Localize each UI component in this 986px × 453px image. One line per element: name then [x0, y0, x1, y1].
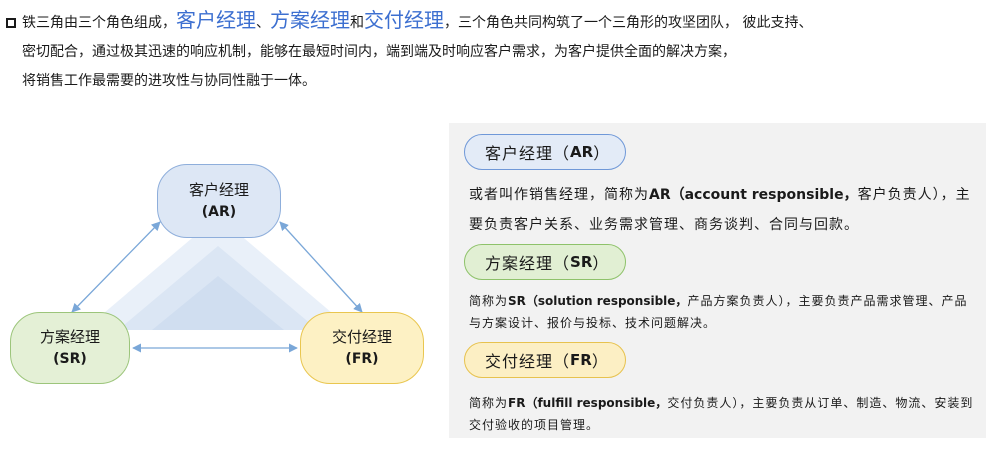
intro-line-2: 密切配合，通过极其迅速的响应机制，能够在最短时间内，端到端及时响应客户需求，为客… — [22, 44, 736, 60]
role-desc-fr: 简称为FR（fulfill responsible，交付负责人），主要负责从订单… — [469, 392, 979, 436]
role-desc-ar-text: 客户负责人），主要负责客户关系、业务需求管理、商务谈判、合同与回款。 — [469, 187, 971, 233]
node-solution-manager: 方案经理 (SR) — [10, 312, 130, 384]
role-title-ar-end: ） — [593, 144, 611, 163]
role-desc-fr-text: 简称为 — [469, 396, 509, 410]
arrow-ar-sr — [71, 221, 161, 313]
highlight-role-sr: 方案经理 — [270, 8, 350, 32]
role-title-sr: 方案经理（SR） — [464, 244, 626, 280]
intro-text: ，三个角色共同构筑了一个三角形的攻坚团队， 彼此支持、 — [444, 15, 813, 31]
node-fulfillment-manager: 交付经理 (FR) — [300, 312, 424, 384]
intro-text: 铁三角由三个角色组成， — [22, 15, 176, 31]
role-title-sr-abbr: SR — [570, 253, 593, 271]
node-sr-abbr: (SR) — [53, 351, 87, 367]
role-desc-sr-text: 简称为 — [469, 294, 509, 308]
node-sr-name: 方案经理 — [39, 328, 100, 346]
intro-paragraph: 铁三角由三个角色组成，客户经理、方案经理和交付经理，三个角色共同构筑了一个三角形… — [6, 6, 981, 96]
intro-line-3: 将销售工作最需要的进攻性与协同性融于一体。 — [22, 73, 316, 89]
node-account-manager: 客户经理 (AR) — [157, 164, 281, 238]
role-desc-fr-text: 交付负责人），主要负责从订单、制造、物流、安装到交付验收的项目管理。 — [469, 396, 974, 432]
role-title-ar: 客户经理（AR） — [464, 134, 626, 170]
triangle-backdrop-inner — [152, 276, 284, 330]
role-title-fr-end: ） — [591, 352, 609, 371]
diagram-canvas — [71, 216, 363, 353]
intro-line-1: 铁三角由三个角色组成，客户经理、方案经理和交付经理，三个角色共同构筑了一个三角形… — [6, 6, 981, 38]
intro-separator: 、 — [256, 15, 270, 31]
role-title-fr: 交付经理（FR） — [464, 342, 626, 378]
intro-separator: 和 — [350, 15, 364, 31]
role-desc-sr-text: 产品方案负责人），主要负责产品需求管理、产品与方案设计、报价与投标、技术问题解决… — [469, 294, 968, 330]
role-title-sr-end: ） — [592, 254, 610, 273]
role-title-sr-cn: 方案经理（ — [485, 254, 571, 273]
role-desc-sr: 简称为SR（solution responsible，产品方案负责人），主要负责… — [469, 290, 979, 334]
iron-triangle-diagram: 客户经理 (AR) 方案经理 (SR) 交付经理 (FR) — [0, 120, 450, 453]
role-title-fr-abbr: FR — [570, 351, 592, 369]
checkbox-bullet-icon — [6, 18, 16, 28]
node-fr-abbr: (FR) — [345, 351, 379, 367]
node-fr-name: 交付经理 — [331, 328, 392, 346]
role-title-ar-cn: 客户经理（ — [485, 144, 571, 163]
role-description-panel: 客户经理（AR） 或者叫作销售经理，简称为AR（account responsi… — [449, 123, 986, 438]
node-ar-abbr: (AR) — [201, 204, 237, 220]
role-title-ar-abbr: AR — [570, 143, 594, 161]
highlight-role-ar: 客户经理 — [176, 8, 256, 32]
role-desc-ar-english: AR（account responsible， — [649, 187, 858, 203]
arrow-ar-fr — [279, 221, 363, 313]
role-desc-ar-text: 或者叫作销售经理，简称为 — [469, 187, 649, 203]
role-desc-fr-english: FR（fulfill responsible， — [508, 396, 668, 410]
role-title-fr-cn: 交付经理（ — [485, 352, 571, 371]
node-ar-name: 客户经理 — [188, 181, 249, 199]
highlight-role-fr: 交付经理 — [364, 8, 444, 32]
role-desc-sr-english: SR（solution responsible， — [508, 294, 688, 308]
role-desc-ar: 或者叫作销售经理，简称为AR（account responsible，客户负责人… — [469, 180, 979, 240]
